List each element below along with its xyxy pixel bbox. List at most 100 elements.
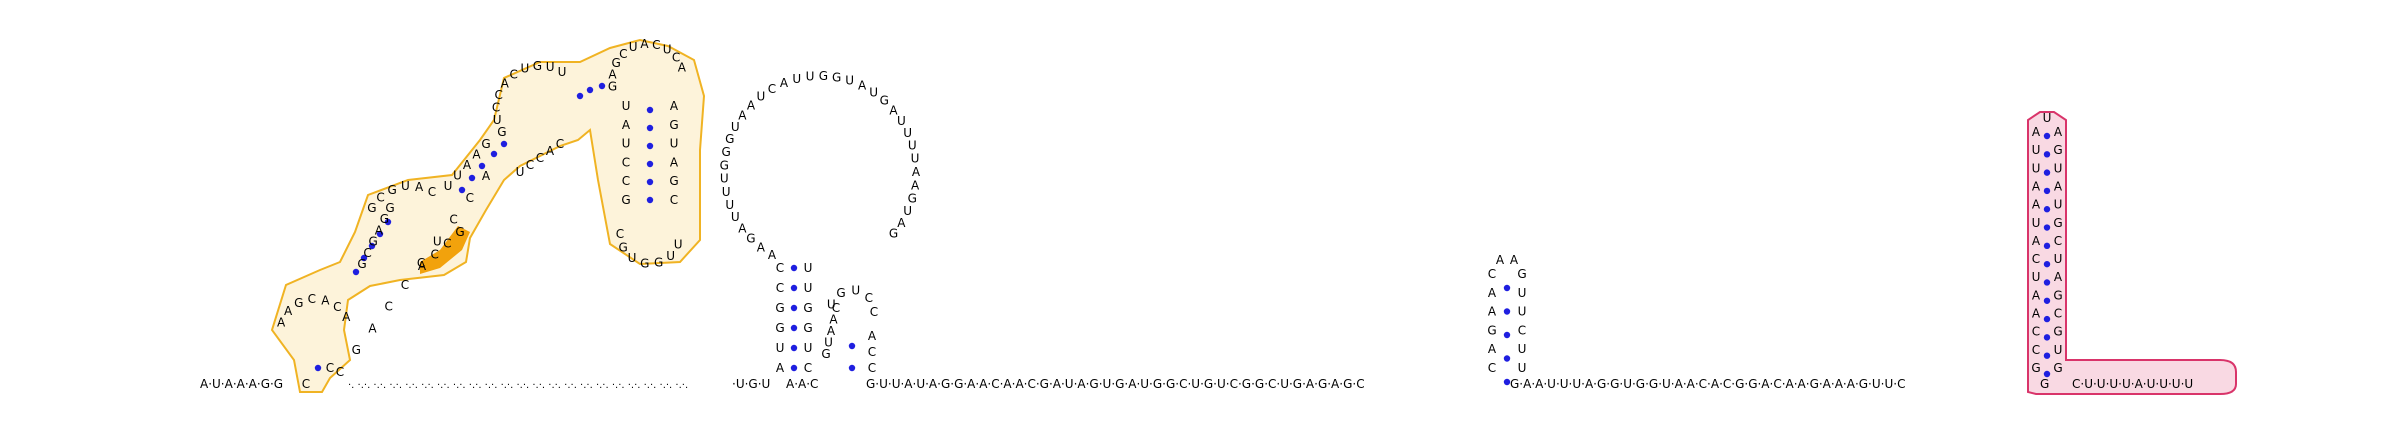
orange-loop3-base: U (521, 62, 530, 76)
bigloop-stem-right-base: U (804, 261, 813, 275)
strand-after-gap: ·U·G·U (732, 377, 770, 391)
bigloop-loop-base: G (720, 158, 729, 172)
pink-pair-dot (2043, 315, 2051, 323)
bigloop-stem-left-base: A (776, 361, 785, 375)
orange-pair-dot (478, 162, 486, 170)
orange-stem2-base: C (363, 246, 371, 260)
orange-right-strand-base: C (401, 278, 409, 292)
bigloop-loop-base: G (889, 227, 898, 241)
orange-stem5-left-base: U (622, 99, 631, 113)
bigloop-loop-base: U (731, 120, 740, 134)
hairpin3-loop-base: A (1510, 253, 1519, 267)
orange-stem5-right-base: A (670, 99, 679, 113)
orange-highlight-base: C (430, 248, 438, 262)
bigloop-pair-dot (790, 364, 798, 372)
orange-stem5-right-base: C (670, 193, 678, 207)
orange-loop3-base: U (558, 65, 567, 79)
orange-stem5-right-base: G (669, 118, 678, 132)
orange-stem2-base: A (375, 223, 384, 237)
orange-loop4-base: U (629, 40, 638, 54)
pink-right-base: G (2053, 361, 2062, 375)
pink-right-base: U (2054, 198, 2063, 212)
orange-loop3-base: C (492, 100, 500, 114)
hairpin3-pair-dot (1503, 355, 1511, 362)
orange-loop4-base: A (678, 61, 687, 75)
orange-stem5-left-base: C (622, 155, 630, 169)
orange-stem5-left-base: G (621, 193, 630, 207)
pink-left-base: C (2032, 343, 2040, 357)
orange-pair-dot (646, 106, 654, 114)
pink-pair-dot (2043, 132, 2051, 140)
orange-loop3-base: A (501, 77, 510, 91)
orange-stem5-left-base: A (622, 118, 631, 132)
orange-right-strand-base: A (482, 169, 491, 183)
bigloop-loop-base: A (858, 79, 867, 93)
orange-stem3-base: A (472, 148, 481, 162)
strand-tail: C·U·U·U·U·A·U·U·U·U (2072, 377, 2193, 391)
pink-right-base: G (2053, 216, 2062, 230)
orange-pair-dot (500, 140, 508, 148)
bigloop-pair-dot (790, 264, 798, 272)
bigloop-loop-base: U (792, 72, 801, 86)
orange-stem3-base: A (463, 158, 472, 172)
pink-left-base: A (2032, 198, 2041, 212)
pink-left-base: C (2032, 252, 2040, 266)
orange-loop2-base: A (415, 180, 424, 194)
pink-right-base: C (2054, 307, 2062, 321)
orange-loop2-base: G (367, 201, 376, 215)
bigloop-stem-right-base: C (804, 361, 812, 375)
orange-loop2-base: C (376, 190, 384, 204)
bigloop-stem-left-base: G (775, 301, 784, 315)
hairpin3-pair-dot (1503, 308, 1511, 315)
small-hairpin-loop-base: G (836, 286, 845, 300)
orange-stem3-base: G (481, 137, 490, 151)
bigloop-loop-base: U (908, 139, 917, 153)
small-hairpin-left-base: C (832, 301, 840, 315)
orange-pair-dot (646, 160, 654, 168)
bigloop-loop-base: A (780, 76, 789, 90)
small-hairpin-left-base: A (829, 313, 838, 327)
orange-loop4-base: A (608, 67, 617, 81)
bigloop-loop-base: A (738, 109, 747, 123)
pink-right-base: U (2054, 252, 2063, 266)
orange-right-strand-base: C (466, 191, 474, 205)
orange-stem4-base: C (556, 137, 564, 151)
hairpin3-left-base: A (1488, 305, 1497, 319)
pink-pair-dot (2043, 370, 2051, 378)
orange-pair-dot (360, 254, 368, 262)
bigloop-loop-base: U (869, 85, 878, 99)
orange-pair-dot (586, 86, 594, 94)
hairpin3-loop-base: A (1496, 253, 1505, 267)
orange-domain-highlight (270, 38, 706, 393)
orange-loop1-base: A (321, 294, 330, 308)
orange-pair-dot (646, 124, 654, 132)
hairpin3-right-base: C (1518, 323, 1526, 337)
orange-loop2-base: C (428, 185, 436, 199)
orange-pair-dot (384, 218, 392, 226)
orange-loop2-base: G (387, 183, 396, 197)
hairpin3-pair-dot (1503, 284, 1511, 292)
bigloop-loop-base: U (725, 198, 734, 212)
hairpin3-left-base: A (1488, 286, 1497, 300)
pink-right-base: C (2054, 234, 2062, 248)
orange-right-strand-base: C (417, 256, 425, 270)
orange-stem4-base: U (516, 165, 525, 179)
hairpin3-right-base: U (1518, 342, 1527, 356)
strand-after-hairpin: G·A·A·U·U·U·A·G·G·U·G·G·U·A·A·C·A·C·G·G·… (1510, 377, 1905, 391)
orange-pair-dot (490, 150, 498, 158)
bigloop-loop-base: U (897, 114, 906, 128)
small-hairpin-left-base: G (821, 347, 830, 361)
orange-pair-dot (368, 242, 376, 250)
hairpin3-left-base: G (1487, 323, 1496, 337)
bigloop-stem-right-base: G (803, 301, 812, 315)
bigloop-loop-base: U (722, 185, 731, 199)
pink-pair-dot (2043, 169, 2051, 176)
bigloop-loop-base: A (757, 241, 766, 255)
orange-loop4-base: G (611, 56, 620, 70)
pink-pair-dot (2043, 224, 2051, 231)
bigloop-pair-dot (790, 304, 798, 312)
orange-stem5-left-base: C (622, 174, 630, 188)
bigloop-loop-base: U (911, 152, 920, 166)
bigloop-loop-base: A (889, 103, 898, 117)
pink-left-base: A (2032, 125, 2041, 139)
